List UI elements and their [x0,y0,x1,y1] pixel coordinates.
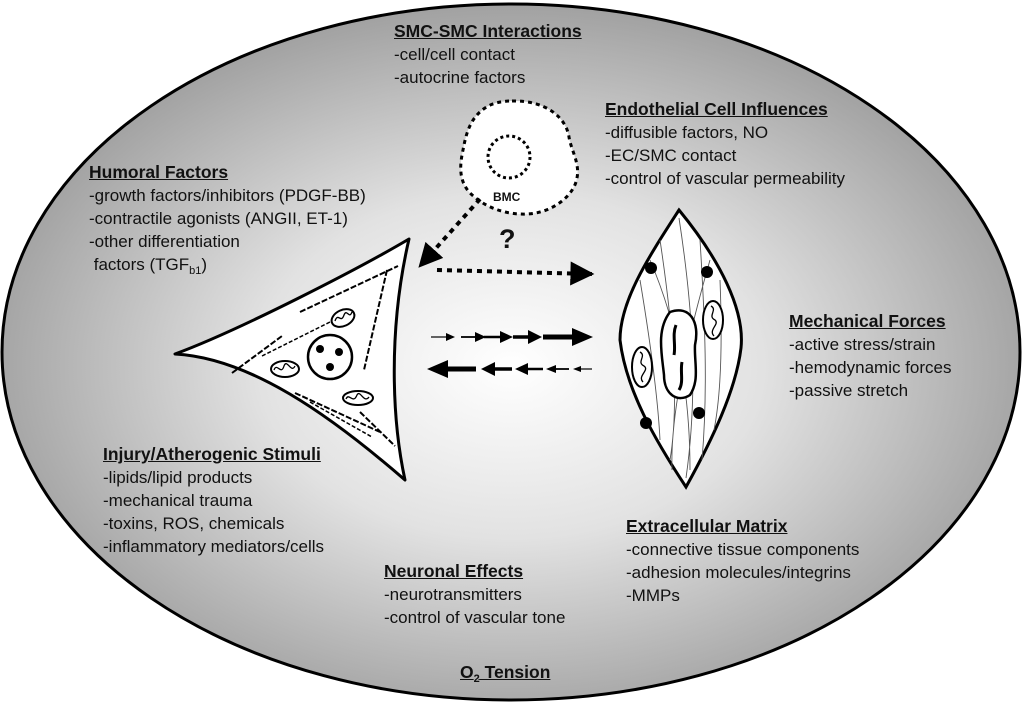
block-item-tgf: factors (TGFb1) [89,255,208,277]
block-item: -MMPs [626,586,680,605]
smc-interactions-block: SMC-SMC Interactions -cell/cell contact … [394,20,582,89]
block-item: -autocrine factors [394,68,526,87]
synthetic-nucleus [306,333,354,381]
block-title: Endothelial Cell Influences [605,99,828,119]
mitochondrion [270,360,300,378]
injury-block: Injury/Atherogenic Stimuli -lipids/lipid… [103,443,324,558]
block-item: -neurotransmitters [384,585,522,604]
bmc-nucleus [486,134,532,180]
block-title: Mechanical Forces [789,311,946,331]
block-item: -other differentiation [89,232,240,251]
block-item: -growth factors/inhibitors (PDGF-BB) [89,186,366,205]
block-item: -adhesion molecules/integrins [626,563,851,582]
mitochondrion [702,300,724,340]
ecm-block: Extracellular Matrix -connective tissue … [626,515,859,607]
neuronal-block: Neuronal Effects -neurotransmitters -con… [384,560,565,629]
block-title: Injury/Atherogenic Stimuli [103,444,321,464]
block-item: -inflammatory mediators/cells [103,537,325,556]
question-mark: ? [499,224,516,254]
block-title: Extracellular Matrix [626,516,788,536]
block-item: -control of vascular tone [384,608,566,627]
mitochondrion [631,346,653,388]
endothelial-block: Endothelial Cell Influences -diffusible … [605,98,845,190]
o2-tension-label: O2 Tension [460,662,551,685]
contractile-nucleus [659,309,698,400]
block-item: -contractile agonists (ANGII, ET-1) [89,209,348,228]
block-item: -passive stretch [789,381,909,400]
arrows-right [431,328,593,346]
block-item: -connective tissue components [626,540,860,559]
block-item: -toxins, ROS, chemicals [103,514,285,533]
block-item: -hemodynamic forces [789,358,952,377]
synthetic-smc-cell [173,237,411,482]
block-title: SMC-SMC Interactions [394,21,582,41]
bmc-cell [459,99,580,216]
block-item: -EC/SMC contact [605,146,737,165]
block-title: Neuronal Effects [384,561,524,581]
block-title: Humoral Factors [89,162,229,182]
mitochondrion [342,390,374,406]
bmc-to-smc-arrow [418,197,482,268]
block-item: -diffusible factors, NO [605,123,769,142]
block-item: -active stress/strain [789,335,936,354]
mechanical-block: Mechanical Forces -active stress/strain … [789,310,952,402]
block-item: -lipids/lipid products [103,468,253,487]
arrows-left [427,360,592,378]
block-item: -cell/cell contact [394,45,515,64]
block-item: -control of vascular permeability [605,169,845,188]
block-item: -mechanical trauma [103,491,253,510]
contractile-smc-cell [618,207,743,490]
bmc-label: BMC [493,190,521,204]
humoral-block: Humoral Factors -growth factors/inhibito… [89,161,366,283]
